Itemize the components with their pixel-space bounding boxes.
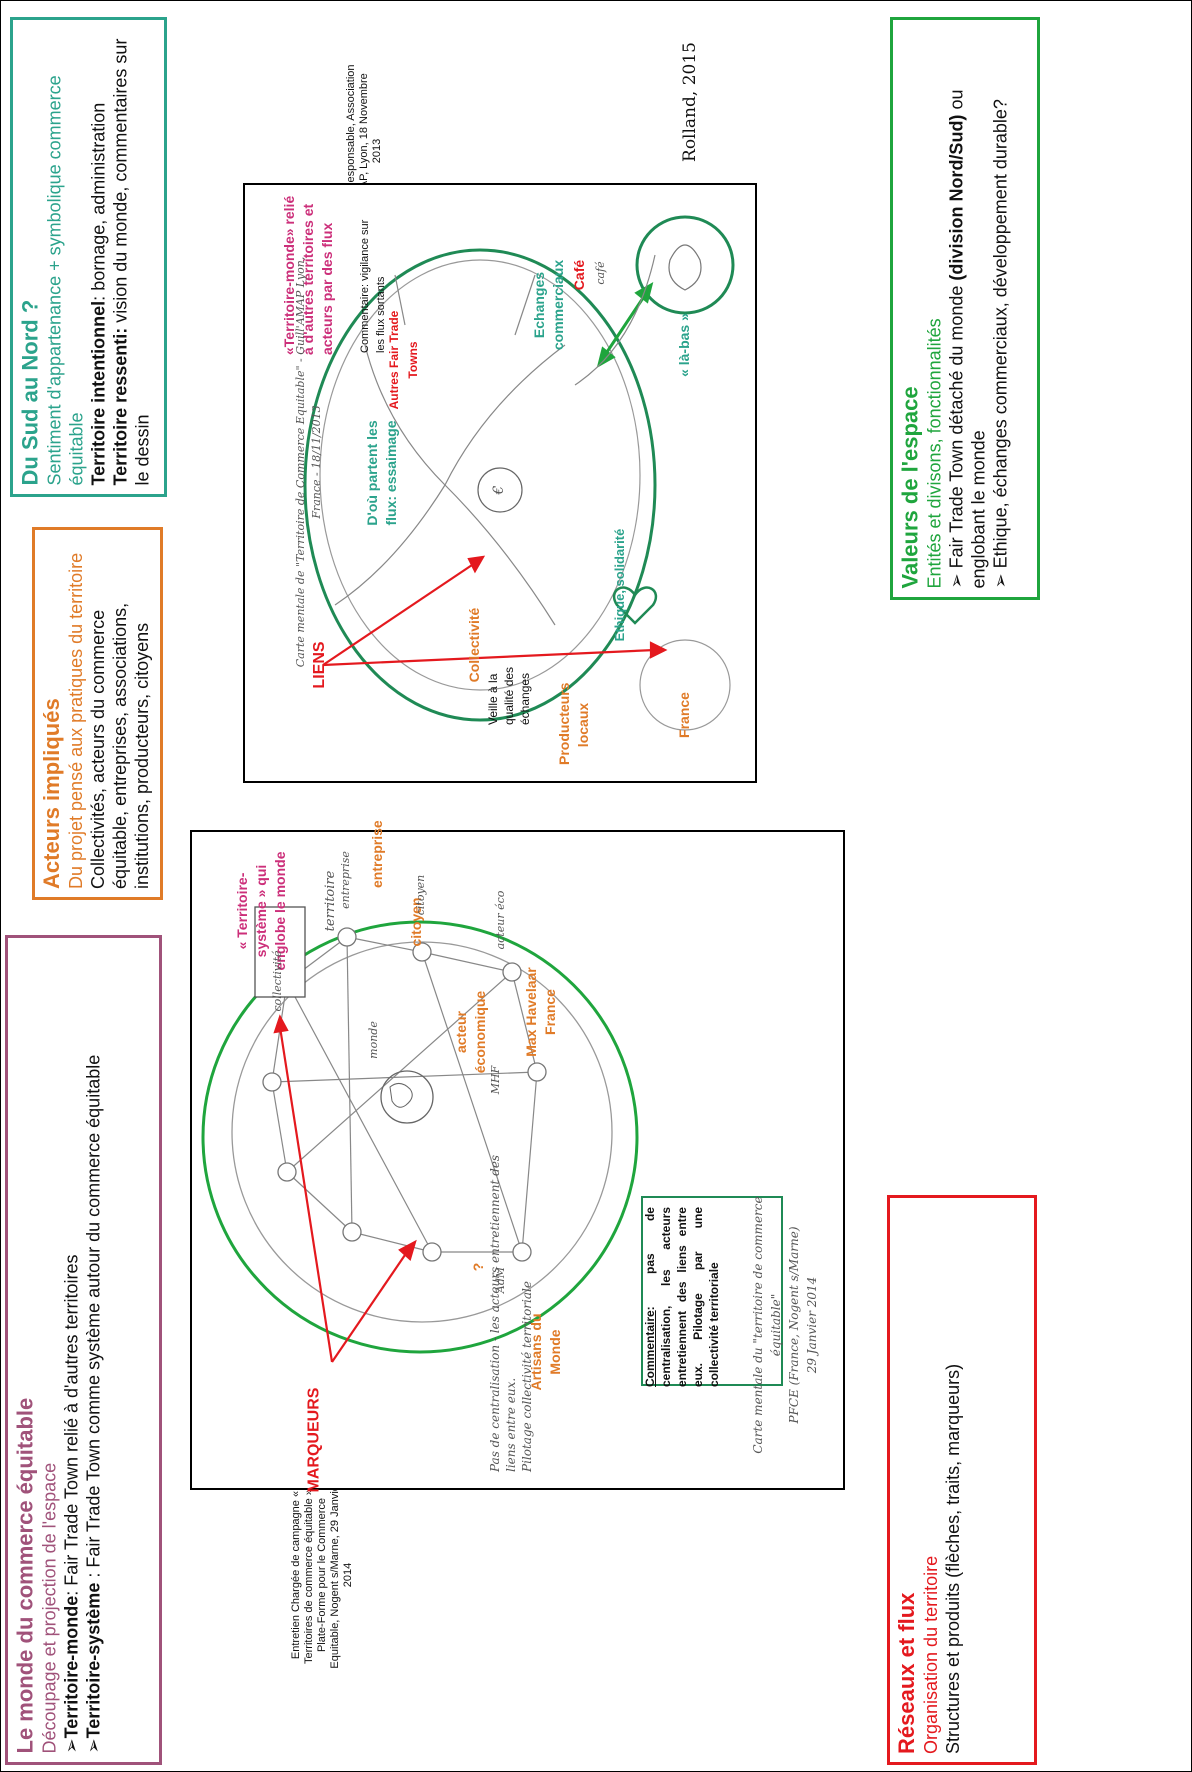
box-sud-title: Du Sud au Nord ?: [17, 299, 43, 486]
map1-hw-mhf: MHF: [489, 1065, 502, 1095]
map2-euro-circle: [477, 467, 523, 513]
box-valeurs-line1: ➢ Fair Trade Town détaché du monde (divi…: [946, 89, 989, 589]
map2-heart: [612, 586, 658, 625]
map2-france: France: [676, 692, 692, 738]
map1-comment-box: [641, 1196, 783, 1386]
map2-cafe: Café: [571, 259, 587, 291]
box-acteurs-title: Acteurs impliqués: [39, 698, 64, 889]
map1-node: [262, 1072, 282, 1092]
map1-drawing: [201, 906, 783, 1386]
map1-nodes: [262, 927, 547, 1262]
map2-la-bas: « là-bas »: [676, 313, 692, 377]
map1-hw-monde: monde: [367, 1021, 380, 1059]
box-acteurs-text: Collectivités, acteurs du commerce équit…: [88, 602, 152, 889]
map1-hw-bottom1: Pas de centralisation - les acteurs entr…: [488, 1154, 502, 1472]
map1-marqueurs-arrows: [273, 1014, 417, 1363]
map2-pencil-flows: [334, 254, 656, 626]
box-valeurs-title: Valeurs de l'espace: [897, 386, 923, 589]
map1-green-circle: [201, 920, 639, 1354]
map1-globe: [380, 1070, 434, 1124]
map2-veille: Veille à la qualité des échanges: [486, 666, 532, 725]
map1-marqueurs: MARQUEURS: [305, 1387, 323, 1493]
map2-liens-arrows: [322, 555, 668, 667]
map1-comment: Commentaire: pas de centralisation, les …: [643, 1207, 721, 1387]
map2-echanges: Echanges commerciaux: [531, 259, 566, 351]
map1-pencil-outer: [231, 941, 613, 1323]
map2-pencil-ellipse: [319, 259, 641, 691]
box-sud-nord: Du Sud au Nord ? Sentiment d'appartenanc…: [10, 17, 167, 497]
map1-node: [337, 927, 357, 947]
box-sud-subtitle: Sentiment d'appartenance + symbolique co…: [44, 75, 87, 486]
map1-hw-entreprise: entreprise: [339, 851, 352, 909]
map1-hw-caption2: PFCE (France, Nogent s/Marne): [787, 1226, 801, 1424]
map2-dou-partent: D'où partent les flux: essaimage: [364, 420, 399, 526]
map1-question: ?: [470, 1262, 486, 1272]
map1-hw-citoyen: citoyen: [414, 874, 427, 916]
map1-hw-acteur: acteur éco: [494, 890, 507, 950]
map1-hw-collectivite: collectivité: [271, 950, 284, 1012]
box-sud-line2: Territoire ressenti: vision du monde, co…: [110, 38, 153, 486]
map2-green-ellipse: [303, 248, 657, 722]
map1-acteur-eco: acteur économique: [453, 990, 488, 1074]
box-valeurs-subtitle: Entités et divisons, fonctionnalités: [924, 318, 945, 589]
mental-map-guillamap: «Territoire-monde» relié à d'autres terr…: [243, 183, 757, 783]
map2-ethique: Ethique, solidarité: [612, 528, 627, 642]
box-acteurs-subtitle: Du projet pensé aux pratiques du territo…: [66, 552, 86, 889]
map1-node: [422, 1242, 442, 1262]
map1-entreprise: entreprise: [369, 820, 385, 888]
map1-node: [502, 962, 522, 982]
map1-hw-bottom2: liens entre eux.: [504, 1377, 518, 1472]
map1-hw-bottom3: Pilotage collectivité territoriale: [520, 1281, 534, 1472]
box-sud-line1: Territoire intentionnel: bornage, admini…: [88, 102, 109, 486]
map2-hw-euro: €: [491, 485, 507, 495]
map1-hw-territoire: territoire: [323, 870, 338, 932]
map1-collectivite-box: [254, 906, 306, 998]
map1-node: [527, 1062, 547, 1082]
box-monde-commerce-equitable: Le monde du commerce équitable Découpage…: [5, 935, 162, 1765]
map1-node: [277, 1162, 297, 1182]
box-acteurs-impliques: Acteurs impliqués Du projet pensé aux pr…: [32, 527, 163, 900]
box-reseaux-flux: Réseaux et flux Organisation du territoi…: [887, 1195, 1037, 1765]
map1-node: [342, 1222, 362, 1242]
box-reseaux-subtitle: Organisation du territoire: [921, 1555, 941, 1754]
map1-hw-caption3: 29 Janvier 2014: [805, 1276, 819, 1374]
box-monde-line1: ➢Territoire-monde: Fair Trade Town relié…: [61, 1254, 82, 1754]
map2-autres-ftt: Autres Fair Trade Towns: [387, 310, 420, 410]
map2-drawing: [303, 215, 735, 731]
map2-hw-cafe: café: [594, 261, 607, 285]
map2-producteurs-circle: [639, 639, 731, 731]
box-monde-title: Le monde du commerce équitable: [12, 1397, 38, 1754]
map2-producteurs: Producteurs locaux: [556, 682, 591, 765]
map1-max-havelaar: Max Havelaar France: [523, 967, 558, 1057]
box-valeurs-line2: ➢ Ethique, échanges commerciaux, dévelop…: [990, 99, 1011, 589]
map1-node: [512, 1242, 532, 1262]
box-monde-line2: ➢Territoire-système : Fair Trade Town co…: [83, 1054, 104, 1754]
citation: Rolland, 2015: [680, 42, 700, 162]
box-reseaux-text: Structures et produits (flèches, traits,…: [943, 1363, 963, 1754]
mental-map-pfce: MARQUEURS « Territoire-système » qui eng…: [190, 820, 845, 1493]
map2-hw-title: Carte mentale de "Territoire de Commerce…: [294, 256, 323, 668]
box-valeurs-espace: Valeurs de l'espace Entités et divisons,…: [890, 17, 1040, 600]
map1-node: [412, 942, 432, 962]
box-monde-subtitle: Découpage et projection de l'espace: [39, 1462, 60, 1754]
map2-collectivite: Collectivité: [466, 607, 482, 683]
map2-labas-circle: [635, 215, 735, 315]
credit-left: Entretien Chargée de campagne « Territoi…: [290, 1481, 354, 1669]
map1-hw-bottom: Pas de centralisation - les acteurs entr…: [487, 1102, 557, 1472]
box-reseaux-title: Réseaux et flux: [894, 1592, 919, 1754]
